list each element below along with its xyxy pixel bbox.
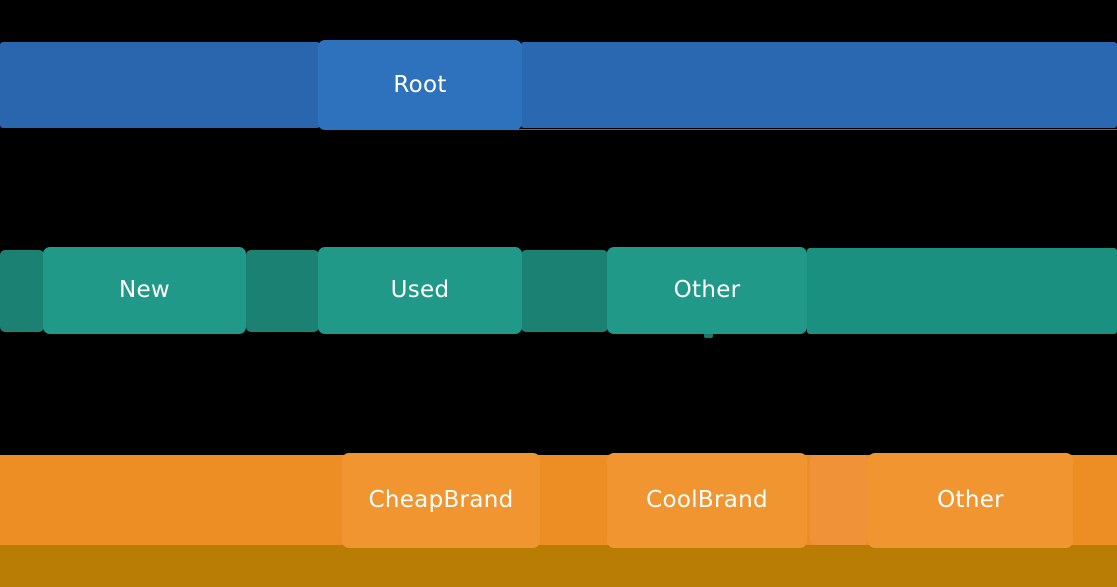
teal-anchor-tab <box>704 333 713 338</box>
teal-filler-left <box>0 250 44 332</box>
node-root[interactable]: Root <box>318 40 522 130</box>
root-bar-left <box>0 42 320 128</box>
root-bar-right <box>521 42 1117 128</box>
node-other-level2[interactable]: Other <box>868 453 1073 548</box>
node-label: New <box>118 277 171 303</box>
node-label: CheapBrand <box>368 487 514 513</box>
node-new[interactable]: New <box>43 247 246 334</box>
teal-filler-mid-1 <box>246 250 319 332</box>
node-label: Root <box>393 71 447 98</box>
node-other-level1[interactable]: Other <box>607 247 807 334</box>
bottom-strip <box>0 545 1117 587</box>
teal-filler-mid-2 <box>521 250 608 332</box>
teal-bar-right <box>807 248 1117 334</box>
node-coolbrand[interactable]: CoolBrand <box>607 453 807 548</box>
node-label: Other <box>673 277 741 303</box>
root-bar-hairline <box>418 128 1117 130</box>
node-used[interactable]: Used <box>318 247 522 334</box>
orange-filler-small <box>810 455 868 545</box>
node-cheapbrand[interactable]: CheapBrand <box>342 453 540 548</box>
node-label: Other <box>937 487 1004 513</box>
node-label: CoolBrand <box>646 487 768 513</box>
node-label: Used <box>390 277 450 303</box>
